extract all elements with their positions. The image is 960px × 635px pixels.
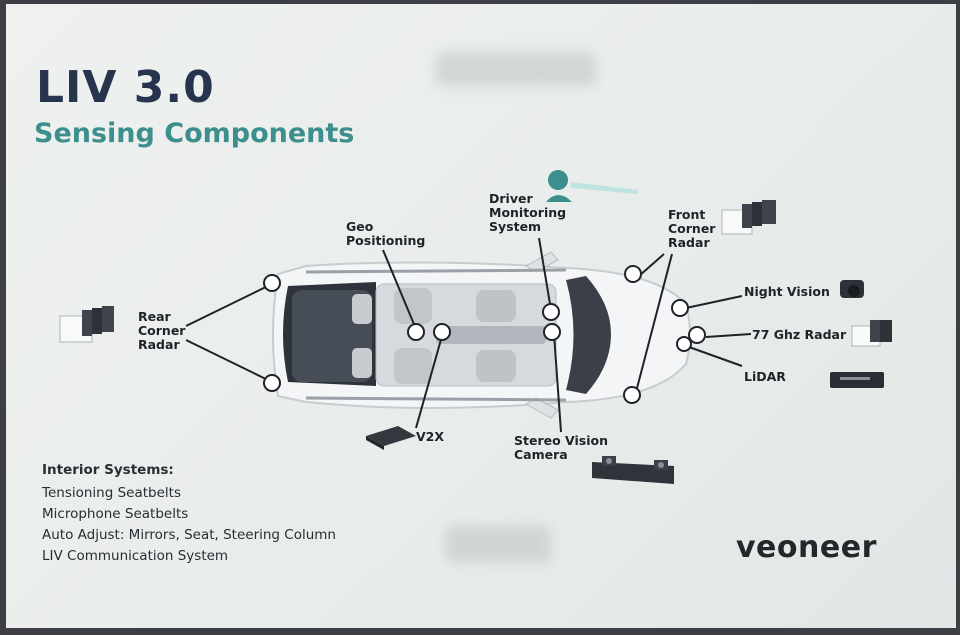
list-item: LIV Communication System bbox=[42, 548, 229, 564]
label-driver-monitoring-system: Driver Monitoring System bbox=[489, 191, 567, 234]
list-item: Tensioning Seatbelts bbox=[42, 485, 181, 501]
label-night-vision: Night Vision bbox=[744, 284, 830, 299]
driver-monitoring-icon bbox=[546, 170, 638, 202]
list-item: Auto Adjust: Mirrors, Seat, Steering Col… bbox=[42, 527, 336, 543]
label-rear-corner-radar: Rear Corner Radar bbox=[138, 309, 186, 352]
blurred-region-top bbox=[436, 52, 596, 86]
blurred-region-bottom bbox=[446, 526, 551, 562]
rear-radar-icon bbox=[59, 306, 114, 343]
label-77ghz-radar: 77 Ghz Radar bbox=[752, 327, 847, 342]
interior-systems-heading: Interior Systems: bbox=[42, 462, 174, 478]
list-item: Microphone Seatbelts bbox=[42, 506, 189, 522]
label-lidar: LiDAR bbox=[744, 369, 786, 384]
car-top-view bbox=[272, 251, 691, 419]
leader-lines bbox=[185, 237, 752, 433]
slide-title: LIV 3.0 bbox=[36, 62, 215, 113]
stereo-camera-icon bbox=[592, 456, 674, 484]
night-vision-camera-icon bbox=[840, 280, 864, 298]
sensor-markers bbox=[263, 265, 706, 404]
presentation-slide: LIV 3.0 Sensing Components bbox=[6, 4, 956, 628]
v2x-module-icon bbox=[366, 426, 416, 450]
slide-subtitle: Sensing Components bbox=[34, 118, 355, 149]
brand-logo: veoneer bbox=[736, 530, 877, 565]
label-front-corner-radar: Front Corner Radar bbox=[668, 207, 716, 250]
radar-77ghz-icon bbox=[851, 320, 892, 347]
front-radar-icon bbox=[721, 200, 776, 235]
vehicle-sensor-diagram bbox=[59, 170, 892, 484]
interior-systems-list: Interior Systems: Tensioning Seatbelts M… bbox=[42, 462, 336, 569]
label-stereo-vision-camera: Stereo Vision Camera bbox=[514, 433, 608, 462]
label-geo-positioning: Geo Positioning bbox=[346, 219, 426, 248]
lidar-icon bbox=[830, 372, 884, 388]
label-v2x: V2X bbox=[416, 429, 445, 444]
